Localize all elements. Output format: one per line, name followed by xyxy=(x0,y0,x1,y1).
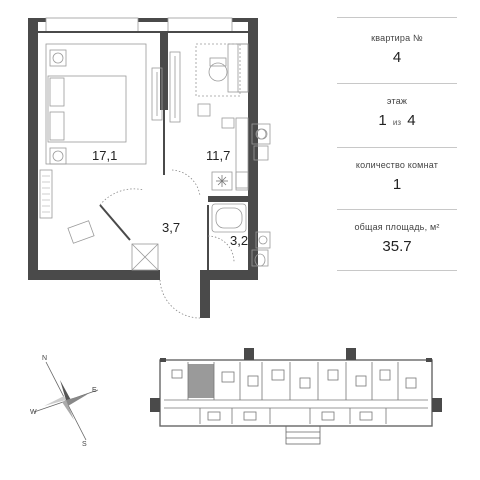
floor-value: 1 из 4 xyxy=(337,112,457,129)
floor-info: этаж 1 из 4 xyxy=(337,96,457,129)
key-plan xyxy=(150,348,442,445)
divider xyxy=(337,270,457,271)
divider xyxy=(337,147,457,148)
rooms-label: количество комнат xyxy=(355,160,439,170)
apartment-info: квартира № 4 xyxy=(337,33,457,66)
room-area-hall: 3,7 xyxy=(162,220,180,235)
floor-total: 4 xyxy=(407,112,416,129)
floor-separator: из xyxy=(392,118,402,127)
partitions xyxy=(38,31,248,270)
area-info: общая площадь, м² 35.7 xyxy=(337,222,457,255)
room-area-bathroom: 3,2 xyxy=(230,233,248,248)
cooktop-icon xyxy=(216,175,228,187)
rooms-count: 1 xyxy=(392,176,402,193)
compass-east: E xyxy=(92,387,97,394)
bathroom-fixtures xyxy=(211,203,271,267)
divider xyxy=(337,209,457,210)
room-area-bedroom: 17,1 xyxy=(92,148,117,163)
apartment-number: 4 xyxy=(392,49,402,66)
bedroom-furniture xyxy=(39,43,163,244)
apartment-label: квартира № xyxy=(371,33,423,43)
area-label: общая площадь, м² xyxy=(354,222,440,232)
hall-furniture xyxy=(131,243,159,271)
kitchen-furniture xyxy=(169,43,269,191)
room-area-labels: 17,1 11,7 3,7 3,2 xyxy=(92,148,248,248)
door-swings xyxy=(99,169,235,319)
compass-south: S xyxy=(82,441,87,448)
divider xyxy=(337,17,457,18)
apartment-walls xyxy=(28,18,258,318)
rooms-info: количество комнат 1 xyxy=(337,160,457,193)
area-value: 35.7 xyxy=(382,238,412,255)
compass-rose: N S E W xyxy=(30,355,99,448)
floor-current: 1 xyxy=(378,112,387,129)
windows xyxy=(45,17,233,33)
divider xyxy=(337,83,457,84)
key-plan-highlight xyxy=(188,364,214,398)
floor-label: этаж xyxy=(386,96,408,106)
sink-icon xyxy=(251,123,271,145)
compass-west: W xyxy=(30,409,37,416)
wardrobe-hatch xyxy=(42,175,50,213)
compass-north: N xyxy=(42,355,47,362)
room-area-kitchen: 11,7 xyxy=(206,148,230,163)
